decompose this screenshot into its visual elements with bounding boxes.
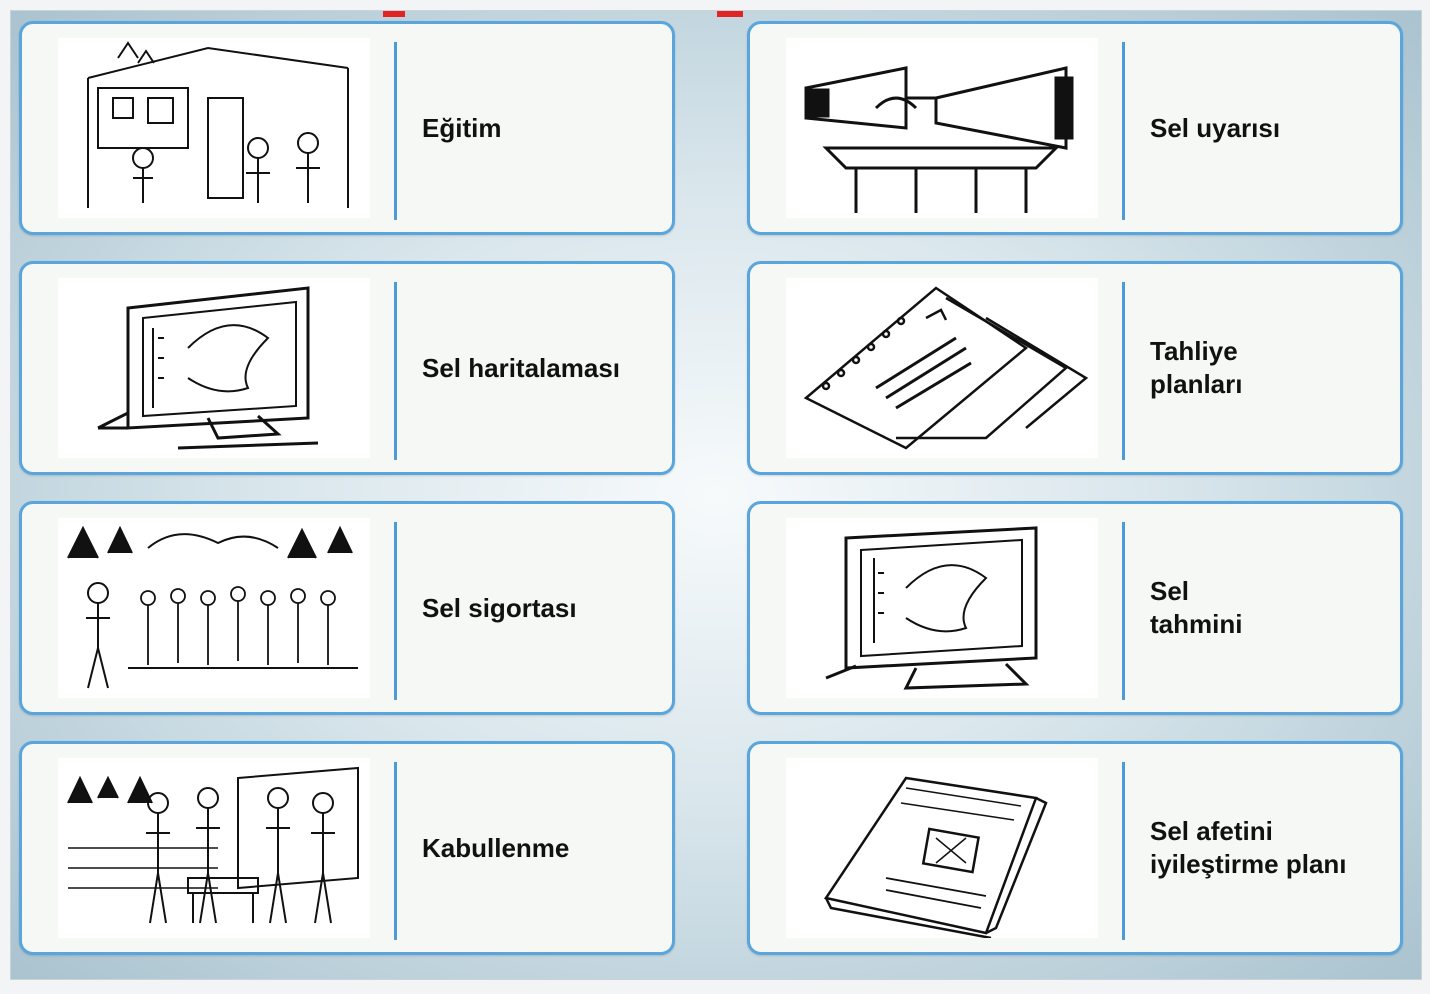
evacuation-plan-documents-icon xyxy=(786,278,1098,458)
red-mark-left xyxy=(383,11,405,17)
cards-panel: Eğitim Sel uyarısı xyxy=(10,10,1422,980)
siren-megaphone-icon xyxy=(786,38,1098,218)
crowd-people-icon xyxy=(58,518,370,698)
card-sel-uyarisi: Sel uyarısı xyxy=(747,21,1403,235)
card-divider xyxy=(1122,282,1125,460)
training-tent-icon xyxy=(58,38,370,218)
card-divider xyxy=(1122,522,1125,700)
card-label-kabullenme: Kabullenme xyxy=(422,832,570,863)
monitor-map-icon xyxy=(786,518,1098,698)
people-gathering-icon xyxy=(58,758,370,938)
card-divider xyxy=(394,282,397,460)
card-sel-afetini-iyilestirme-plani: Sel afetini iyileştirme planı xyxy=(747,741,1403,955)
card-divider xyxy=(394,522,397,700)
card-label-egitim: Eğitim xyxy=(422,112,502,143)
card-label-sel-haritalamasi: Sel haritalaması xyxy=(422,352,620,383)
card-tahliye-planlari: Tahliye planları xyxy=(747,261,1403,475)
card-label-sel-tahmini: Sel tahmini xyxy=(1150,576,1243,639)
card-kabullenme: Kabullenme xyxy=(19,741,675,955)
card-label-sel-uyarisi: Sel uyarısı xyxy=(1150,112,1281,143)
card-sel-sigortasi: Sel sigortası xyxy=(19,501,675,715)
recovery-plan-booklet-icon xyxy=(786,758,1098,938)
monitor-map-icon xyxy=(58,278,370,458)
card-label-tahliye-planlari: Tahliye planları xyxy=(1150,336,1243,399)
card-label-sel-afetini-iyilestirme-plani: Sel afetini iyileştirme planı xyxy=(1150,816,1347,879)
card-egitim: Eğitim xyxy=(19,21,675,235)
card-divider xyxy=(394,42,397,220)
card-divider xyxy=(1122,42,1125,220)
red-mark-right xyxy=(717,11,743,17)
card-divider xyxy=(394,762,397,940)
card-label-sel-sigortasi: Sel sigortası xyxy=(422,592,577,623)
card-sel-tahmini: Sel tahmini xyxy=(747,501,1403,715)
card-divider xyxy=(1122,762,1125,940)
card-sel-haritalamasi: Sel haritalaması xyxy=(19,261,675,475)
